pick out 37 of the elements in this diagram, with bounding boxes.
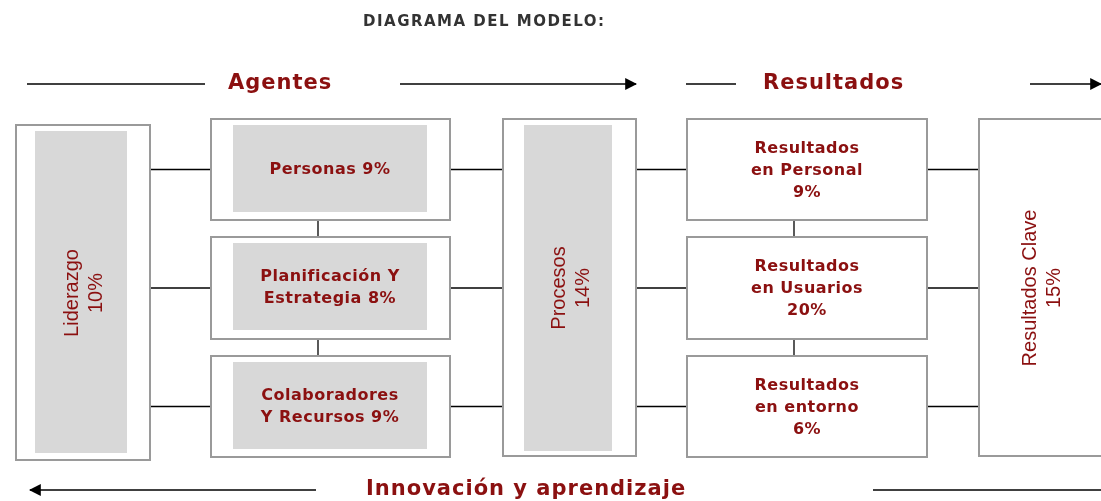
category-box: [686, 355, 928, 458]
section-heading: Agentes: [228, 70, 333, 94]
category-box: [210, 236, 451, 340]
category-label: Procesos 14%: [545, 244, 594, 332]
connector-line: [793, 339, 795, 356]
category-label: Liderazgo 10%: [59, 247, 107, 339]
connector-line: [317, 339, 319, 356]
category-label: Colaboradores Y Recursos 9%: [259, 383, 401, 428]
category-label: Resultados Clave 15%: [1016, 208, 1064, 368]
category-label: Resultados en entorno 6%: [753, 373, 861, 440]
connector-line: [636, 405, 687, 408]
connector-line: [927, 287, 979, 289]
connector-line: [636, 168, 687, 171]
connector-line: [450, 405, 503, 408]
category-box: [686, 118, 928, 221]
category-label: Resultados en Personal 9%: [750, 136, 864, 203]
category-box: [15, 124, 151, 461]
connector-line: [150, 405, 211, 408]
connector-line: [927, 168, 979, 171]
category-box: [502, 118, 637, 457]
category-box: [978, 118, 1101, 457]
category-label: Personas 9%: [268, 157, 392, 180]
connector-line: [150, 287, 211, 289]
connector-line: [927, 405, 979, 408]
connector-line: [450, 287, 503, 289]
connector-line: [317, 220, 319, 237]
connector-line: [636, 287, 687, 289]
category-box: [210, 355, 451, 458]
category-label: Resultados en Usuarios 20%: [750, 255, 864, 321]
connector-line: [150, 168, 211, 171]
connector-line: [450, 168, 503, 171]
diagram-title: DIAGRAMA DEL MODELO:: [363, 12, 606, 30]
section-heading: Innovación y aprendizaje: [366, 476, 687, 500]
connector-line: [793, 220, 795, 237]
category-label: Planificación Y Estrategia 8%: [259, 264, 401, 309]
category-box: [686, 236, 928, 340]
category-box: [210, 118, 451, 221]
